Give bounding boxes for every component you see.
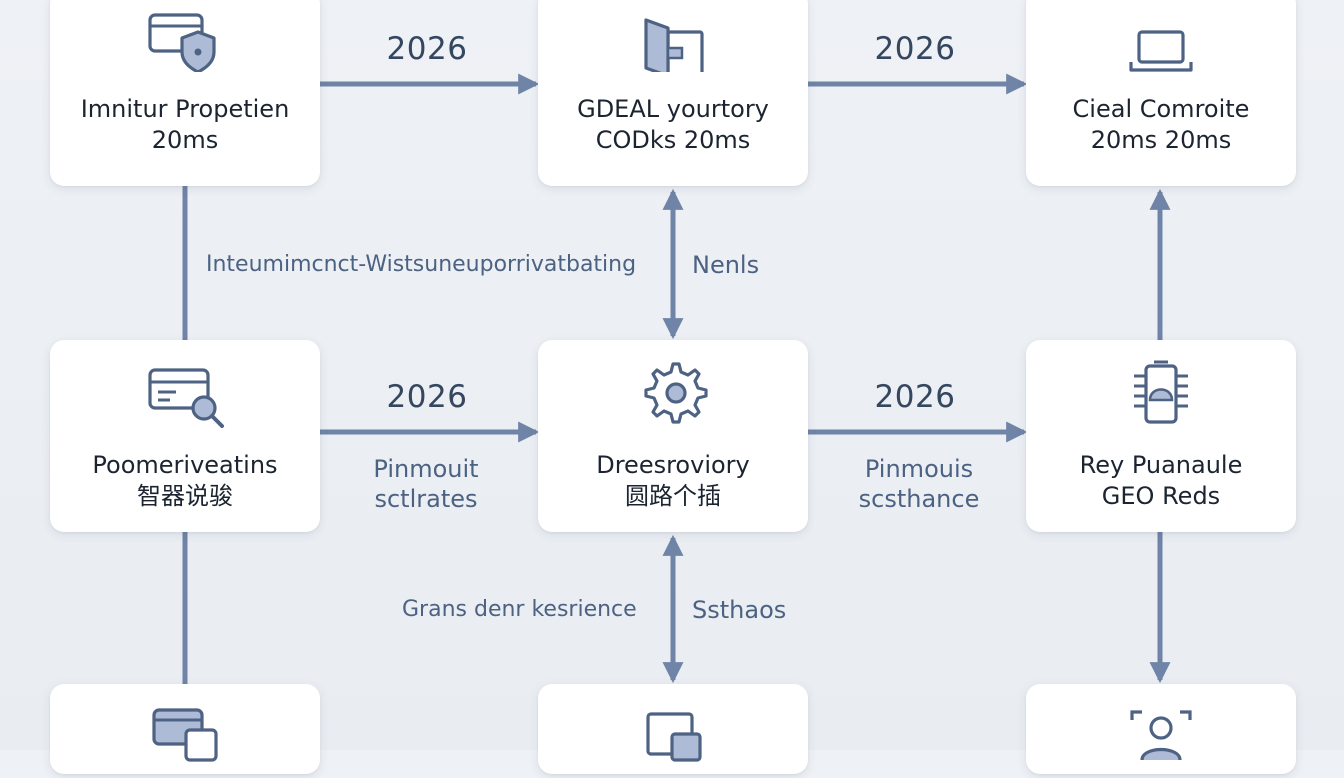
node-label: Dreesroviory 圆路个插: [596, 451, 750, 510]
node-label: Rey Puanaule GEO Reds: [1079, 451, 1243, 510]
node-card: Rey Puanaule GEO Reds: [1026, 340, 1296, 532]
node-card: [538, 684, 808, 774]
card-shield-icon: [148, 13, 216, 72]
node-card: Cieal Comroite 20ms 20ms: [1026, 0, 1296, 186]
document-icon: [646, 712, 702, 762]
edge-label-year: 2026: [386, 379, 468, 415]
edge-label-side: Nenls: [692, 251, 760, 279]
user-scan-icon: [1130, 710, 1192, 761]
edge-label-side: Grans denr kesrience: [402, 597, 637, 622]
node-label: GDEAL yourtory CODks 20ms: [577, 95, 769, 154]
card-device-icon: [152, 708, 218, 762]
flow-diagram: Imnitur Propetien 20ms GDEAL yourtory CO…: [50, 0, 1296, 762]
node-label: Cieal Comroite 20ms 20ms: [1072, 95, 1250, 154]
node-card: Poomeriveatins 智器说骏: [50, 340, 320, 532]
node-card: [1026, 684, 1296, 774]
card-key-icon: [148, 368, 224, 428]
node-card: Dreesroviory 圆路个插: [538, 340, 808, 532]
edge-label-year: 2026: [386, 31, 468, 67]
edge-label-side: Ssthaos: [692, 596, 787, 624]
node-label: Poomeriveatins 智器说骏: [92, 451, 278, 510]
chip-icon: [1134, 360, 1188, 424]
edge-label-year: 2026: [874, 31, 956, 67]
edge-label-sub: Pinmouis scsthance: [858, 455, 980, 513]
node-label: Imnitur Propetien 20ms: [80, 95, 290, 154]
edge-label-sub: Pinmouit sctlrates: [373, 455, 479, 513]
laptop-icon: [1129, 30, 1193, 72]
edge-label-year: 2026: [874, 379, 956, 415]
node-card: [50, 684, 320, 774]
node-card: GDEAL yourtory CODks 20ms: [538, 0, 808, 186]
gear-icon: [644, 362, 708, 424]
connectors-layer: [182, 73, 1171, 684]
edge-label-side: Inteumimcnct-Wistsuneuporrivatbating: [206, 252, 637, 277]
folder-doc-icon: [644, 18, 704, 72]
node-card: Imnitur Propetien 20ms: [50, 0, 320, 186]
